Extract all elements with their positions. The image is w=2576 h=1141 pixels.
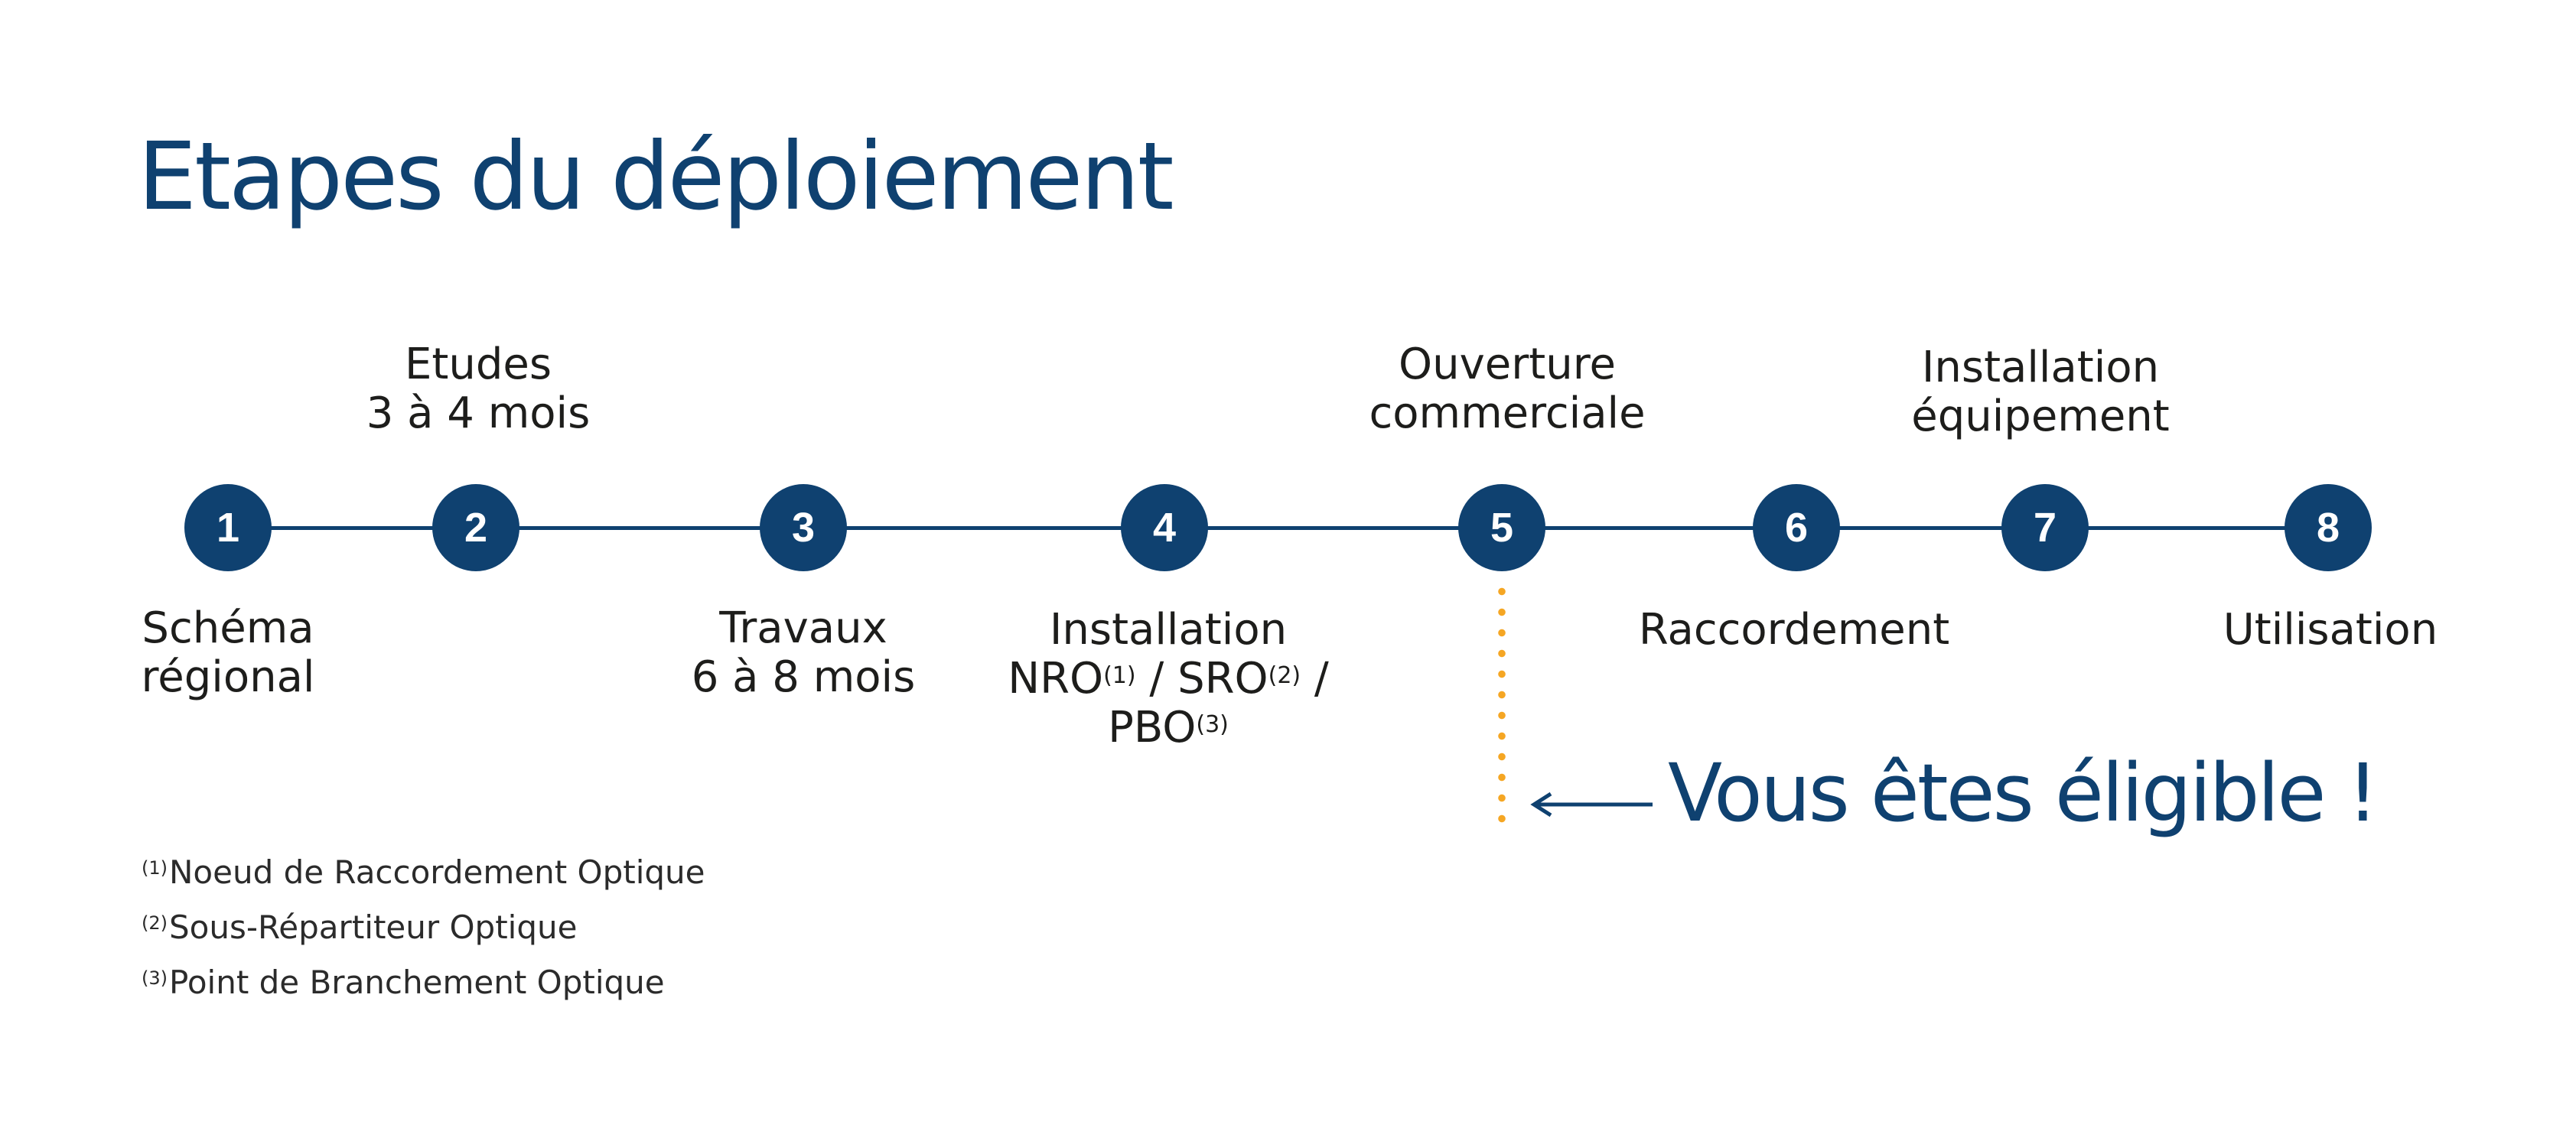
footnote: (3)Point de Branchement Optique xyxy=(142,964,665,1001)
arrow-left-icon xyxy=(1530,792,1653,818)
footnote: (1)Noeud de Raccordement Optique xyxy=(142,853,705,891)
step-8-label: Utilisation xyxy=(2223,605,2438,655)
footnote: (2)Sous-Répartiteur Optique xyxy=(142,909,578,946)
step-8-circle: 8 xyxy=(2285,484,2372,571)
step-1-circle: 1 xyxy=(184,484,272,571)
timeline-line xyxy=(228,526,2328,530)
page-title: Etapes du déploiement xyxy=(138,122,1174,231)
step-7-circle: 7 xyxy=(2001,484,2089,571)
footnotes: (1)Noeud de Raccordement Optique (2)Sous… xyxy=(142,845,705,1010)
step-2-circle: 2 xyxy=(432,484,519,571)
eligibility-dotted-line xyxy=(1498,581,1506,826)
step-5-circle: 5 xyxy=(1458,484,1545,571)
eligible-message: Vous êtes éligible ! xyxy=(1668,746,2379,840)
step-3-circle: 3 xyxy=(760,484,847,571)
step-6-label: Raccordement xyxy=(1638,605,1950,655)
step-4-label: Installation NRO(1) / SRO(2) / PBO(3) xyxy=(1008,605,1329,753)
step-4-circle: 4 xyxy=(1121,484,1208,571)
step-6-circle: 6 xyxy=(1753,484,1840,571)
